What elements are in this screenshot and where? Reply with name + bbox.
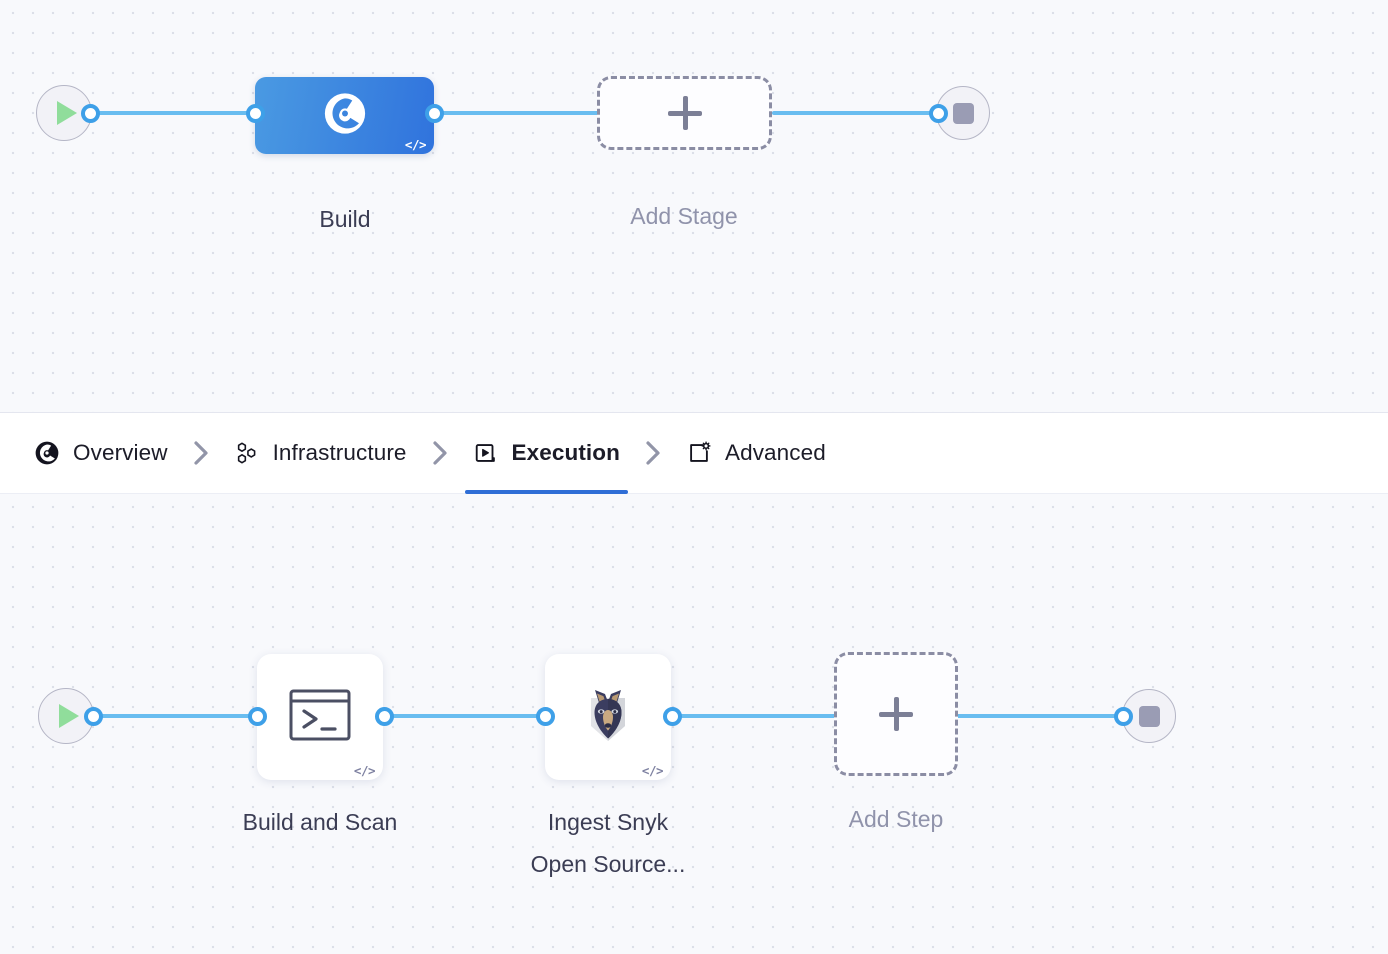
chevron-right-icon-2 [413,438,467,468]
stop-icon [1138,705,1160,727]
play-icon [57,101,77,125]
exec-start-output-port[interactable] [84,707,103,726]
bracket-gear-icon [686,440,712,466]
add-stage-button[interactable] [597,76,772,150]
tab-label: Advanced [724,440,826,465]
code-badge: </> [404,136,427,152]
edge-snyk-to-addstep [666,714,838,718]
snyk-input-port[interactable] [536,707,555,726]
buildscan-input-port[interactable] [248,707,267,726]
snyk-output-port[interactable] [663,707,682,726]
code-badge: </> [641,762,664,778]
step-node-build-and-scan[interactable]: </> [257,654,383,780]
stage-label-build: Build [319,206,371,232]
edge-start-to-build [88,111,268,115]
play-box-icon [473,440,499,466]
step-label-ingest-snyk: Ingest Snyk Open Source... [530,809,686,877]
execution-canvas[interactable]: </> Build and Scan [0,494,1388,954]
execution-end-node[interactable] [1122,689,1176,743]
plus-icon [879,697,913,731]
exec-end-input-port[interactable] [1114,707,1133,726]
build-output-port[interactable] [425,104,444,123]
chevron-right-icon-1 [174,438,228,468]
stage-canvas[interactable]: </> Build Add Stage [0,0,1388,412]
tab-label: Infrastructure [272,440,407,465]
step-label-build-and-scan: Build and Scan [242,809,398,835]
build-input-port[interactable] [246,104,265,123]
stage-node-build[interactable]: </> [255,77,434,154]
pipeline-end-node[interactable] [936,86,990,140]
end-input-port[interactable] [929,104,948,123]
add-step-button[interactable] [834,652,958,776]
snyk-dog-icon [579,684,637,751]
tab-infrastructure[interactable]: Infrastructure [228,413,413,493]
edge-addstep-to-end [952,714,1130,718]
tab-overview[interactable]: Overview [28,413,174,493]
build-circle-icon [34,440,60,466]
start-output-port[interactable] [81,104,100,123]
tab-advanced[interactable]: Advanced [680,413,832,493]
add-step-label: Add Step [848,806,944,832]
step-node-ingest-snyk[interactable]: </> [545,654,671,780]
buildscan-output-port[interactable] [375,707,394,726]
edge-addstage-to-end [772,111,944,115]
terminal-icon [289,689,351,746]
edge-start-to-buildscan [90,714,268,718]
build-circle-icon [322,90,368,141]
code-badge: </> [353,762,376,778]
tab-execution[interactable]: Execution [464,413,629,494]
tab-label: Overview [73,440,168,465]
chevron-right-icon-3 [626,438,680,468]
step-config-tabs: Overview Infrastructure [0,412,1388,494]
play-icon [59,704,79,728]
stop-icon [952,102,974,124]
hexagons-icon [234,440,260,466]
edge-build-to-addstage [428,111,600,115]
plus-icon [667,96,702,130]
edge-buildscan-to-snyk [378,714,556,718]
tab-label: Execution [511,440,620,465]
add-stage-label: Add Stage [630,203,738,229]
